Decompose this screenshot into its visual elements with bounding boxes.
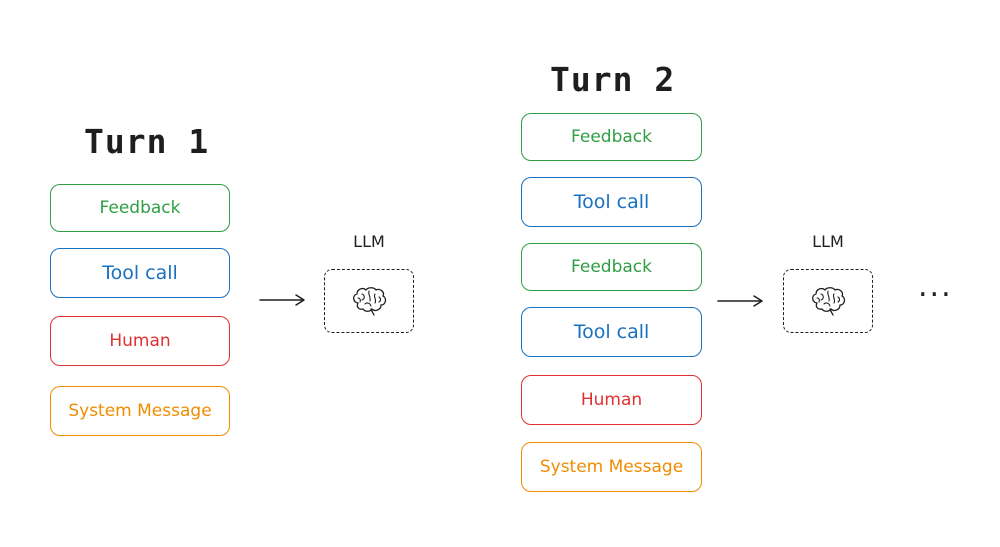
turn-1-feedback-box: Feedback	[50, 184, 230, 232]
arrow-right-icon	[259, 294, 305, 306]
llm-1-box	[324, 269, 414, 333]
turn-1-human-box: Human	[50, 316, 230, 366]
turn-2-feedback-box-1: Feedback	[521, 113, 702, 161]
llm-2-label: LLM	[812, 232, 844, 251]
turn-1-system-message-box: System Message	[50, 386, 230, 436]
turn-2-tool-call-box-1: Tool call	[521, 177, 702, 227]
brain-icon	[812, 287, 846, 316]
continuation-ellipsis: ...	[918, 269, 953, 304]
turn-1-title: Turn 1	[84, 122, 210, 161]
arrow-right-icon	[717, 295, 763, 307]
turn-1-tool-call-box: Tool call	[50, 248, 230, 298]
turn-2-tool-call-box-2: Tool call	[521, 307, 702, 357]
turn-2-title: Turn 2	[550, 60, 676, 99]
brain-icon	[353, 287, 387, 316]
llm-2-box	[783, 269, 873, 333]
turn-2-human-box: Human	[521, 375, 702, 425]
llm-1-label: LLM	[353, 232, 385, 251]
turn-2-system-message-box: System Message	[521, 442, 702, 492]
turn-2-feedback-box-2: Feedback	[521, 243, 702, 291]
